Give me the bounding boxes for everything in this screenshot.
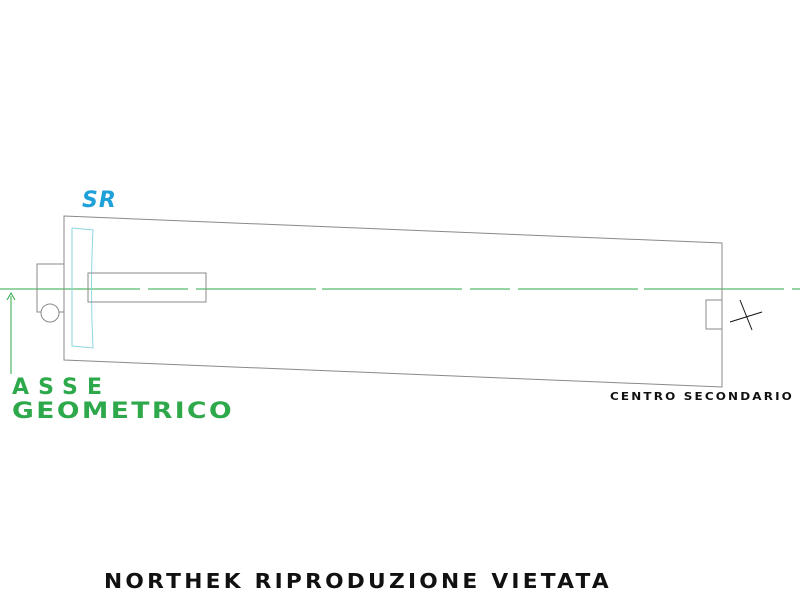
sr-label: SR bbox=[82, 188, 117, 213]
inner-baffle bbox=[87, 272, 207, 303]
secondary-box bbox=[705, 299, 722, 330]
arrow-up-icon bbox=[6, 291, 16, 374]
footer-notice: NORTHEK RIPRODUZIONE VIETATA bbox=[104, 569, 612, 593]
axis-label-line1: ASSE bbox=[12, 375, 104, 400]
secondary-center-marker bbox=[729, 299, 763, 331]
axis-label-line2: GEOMETRICO bbox=[12, 399, 234, 424]
rear-knob bbox=[40, 303, 60, 323]
secondary-center-label: CENTRO SECONDARIO bbox=[610, 390, 794, 403]
primary-mirror bbox=[71, 227, 94, 349]
